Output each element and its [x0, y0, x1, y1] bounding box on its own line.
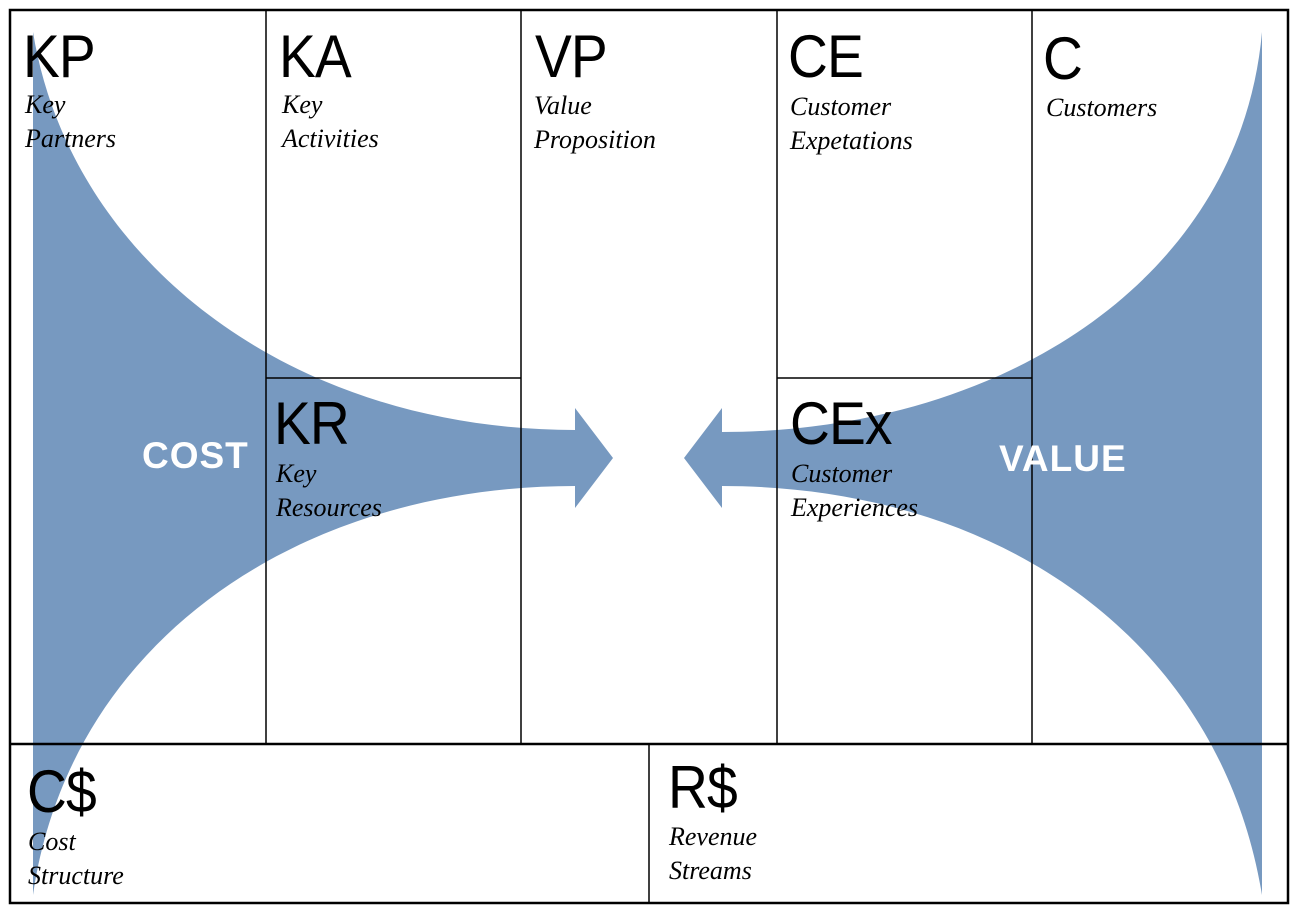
rs-line-2: Streams	[669, 856, 752, 885]
c-description: Customers	[1046, 91, 1157, 125]
kp-abbr: KP	[23, 23, 96, 90]
kp-line-1: Key	[25, 90, 66, 119]
cex-line-2: Experiences	[791, 493, 919, 522]
kr-description: Key Resources	[276, 457, 382, 525]
ce-abbr: CE	[788, 23, 864, 90]
ce-line-2: Expetations	[790, 126, 913, 155]
ka-line-1: Key	[282, 90, 323, 119]
kp-description: Key Partners	[25, 88, 116, 156]
kr-abbr: KR	[274, 390, 350, 457]
cost-label: COST	[142, 435, 249, 476]
cex-description: Customer Experiences	[791, 457, 918, 525]
rs-description: Revenue Streams	[669, 820, 757, 888]
canvas-grid	[8, 8, 1290, 905]
ce-description: Customer Expetations	[790, 90, 913, 158]
ka-abbr: KA	[279, 23, 352, 90]
c-line-1: Customers	[1046, 93, 1158, 122]
value-flow-arrow	[684, 32, 1262, 895]
kp-line-2: Partners	[25, 124, 116, 153]
value-label: VALUE	[999, 438, 1127, 479]
cex-line-1: Customer	[791, 459, 893, 488]
ce-line-1: Customer	[790, 92, 892, 121]
cs-line-2: Structure	[28, 861, 124, 890]
vp-line-1: Value	[534, 91, 592, 120]
ka-line-2: Activities	[282, 124, 379, 153]
kr-line-2: Resources	[276, 493, 382, 522]
rs-line-1: Revenue	[669, 822, 758, 851]
cex-abbr: CEx	[790, 390, 892, 457]
cs-abbr: C$	[27, 758, 97, 825]
c-abbr: C	[1043, 25, 1083, 92]
vp-line-2: Proposition	[534, 125, 656, 154]
rs-abbr: R$	[668, 754, 738, 821]
cost-flow-arrow	[33, 32, 613, 895]
vp-description: Value Proposition	[534, 89, 656, 157]
ka-description: Key Activities	[282, 88, 379, 156]
kr-line-1: Key	[276, 459, 317, 488]
vp-abbr: VP	[535, 23, 608, 90]
cs-description: Cost Structure	[28, 825, 124, 893]
cs-line-1: Cost	[28, 827, 76, 856]
